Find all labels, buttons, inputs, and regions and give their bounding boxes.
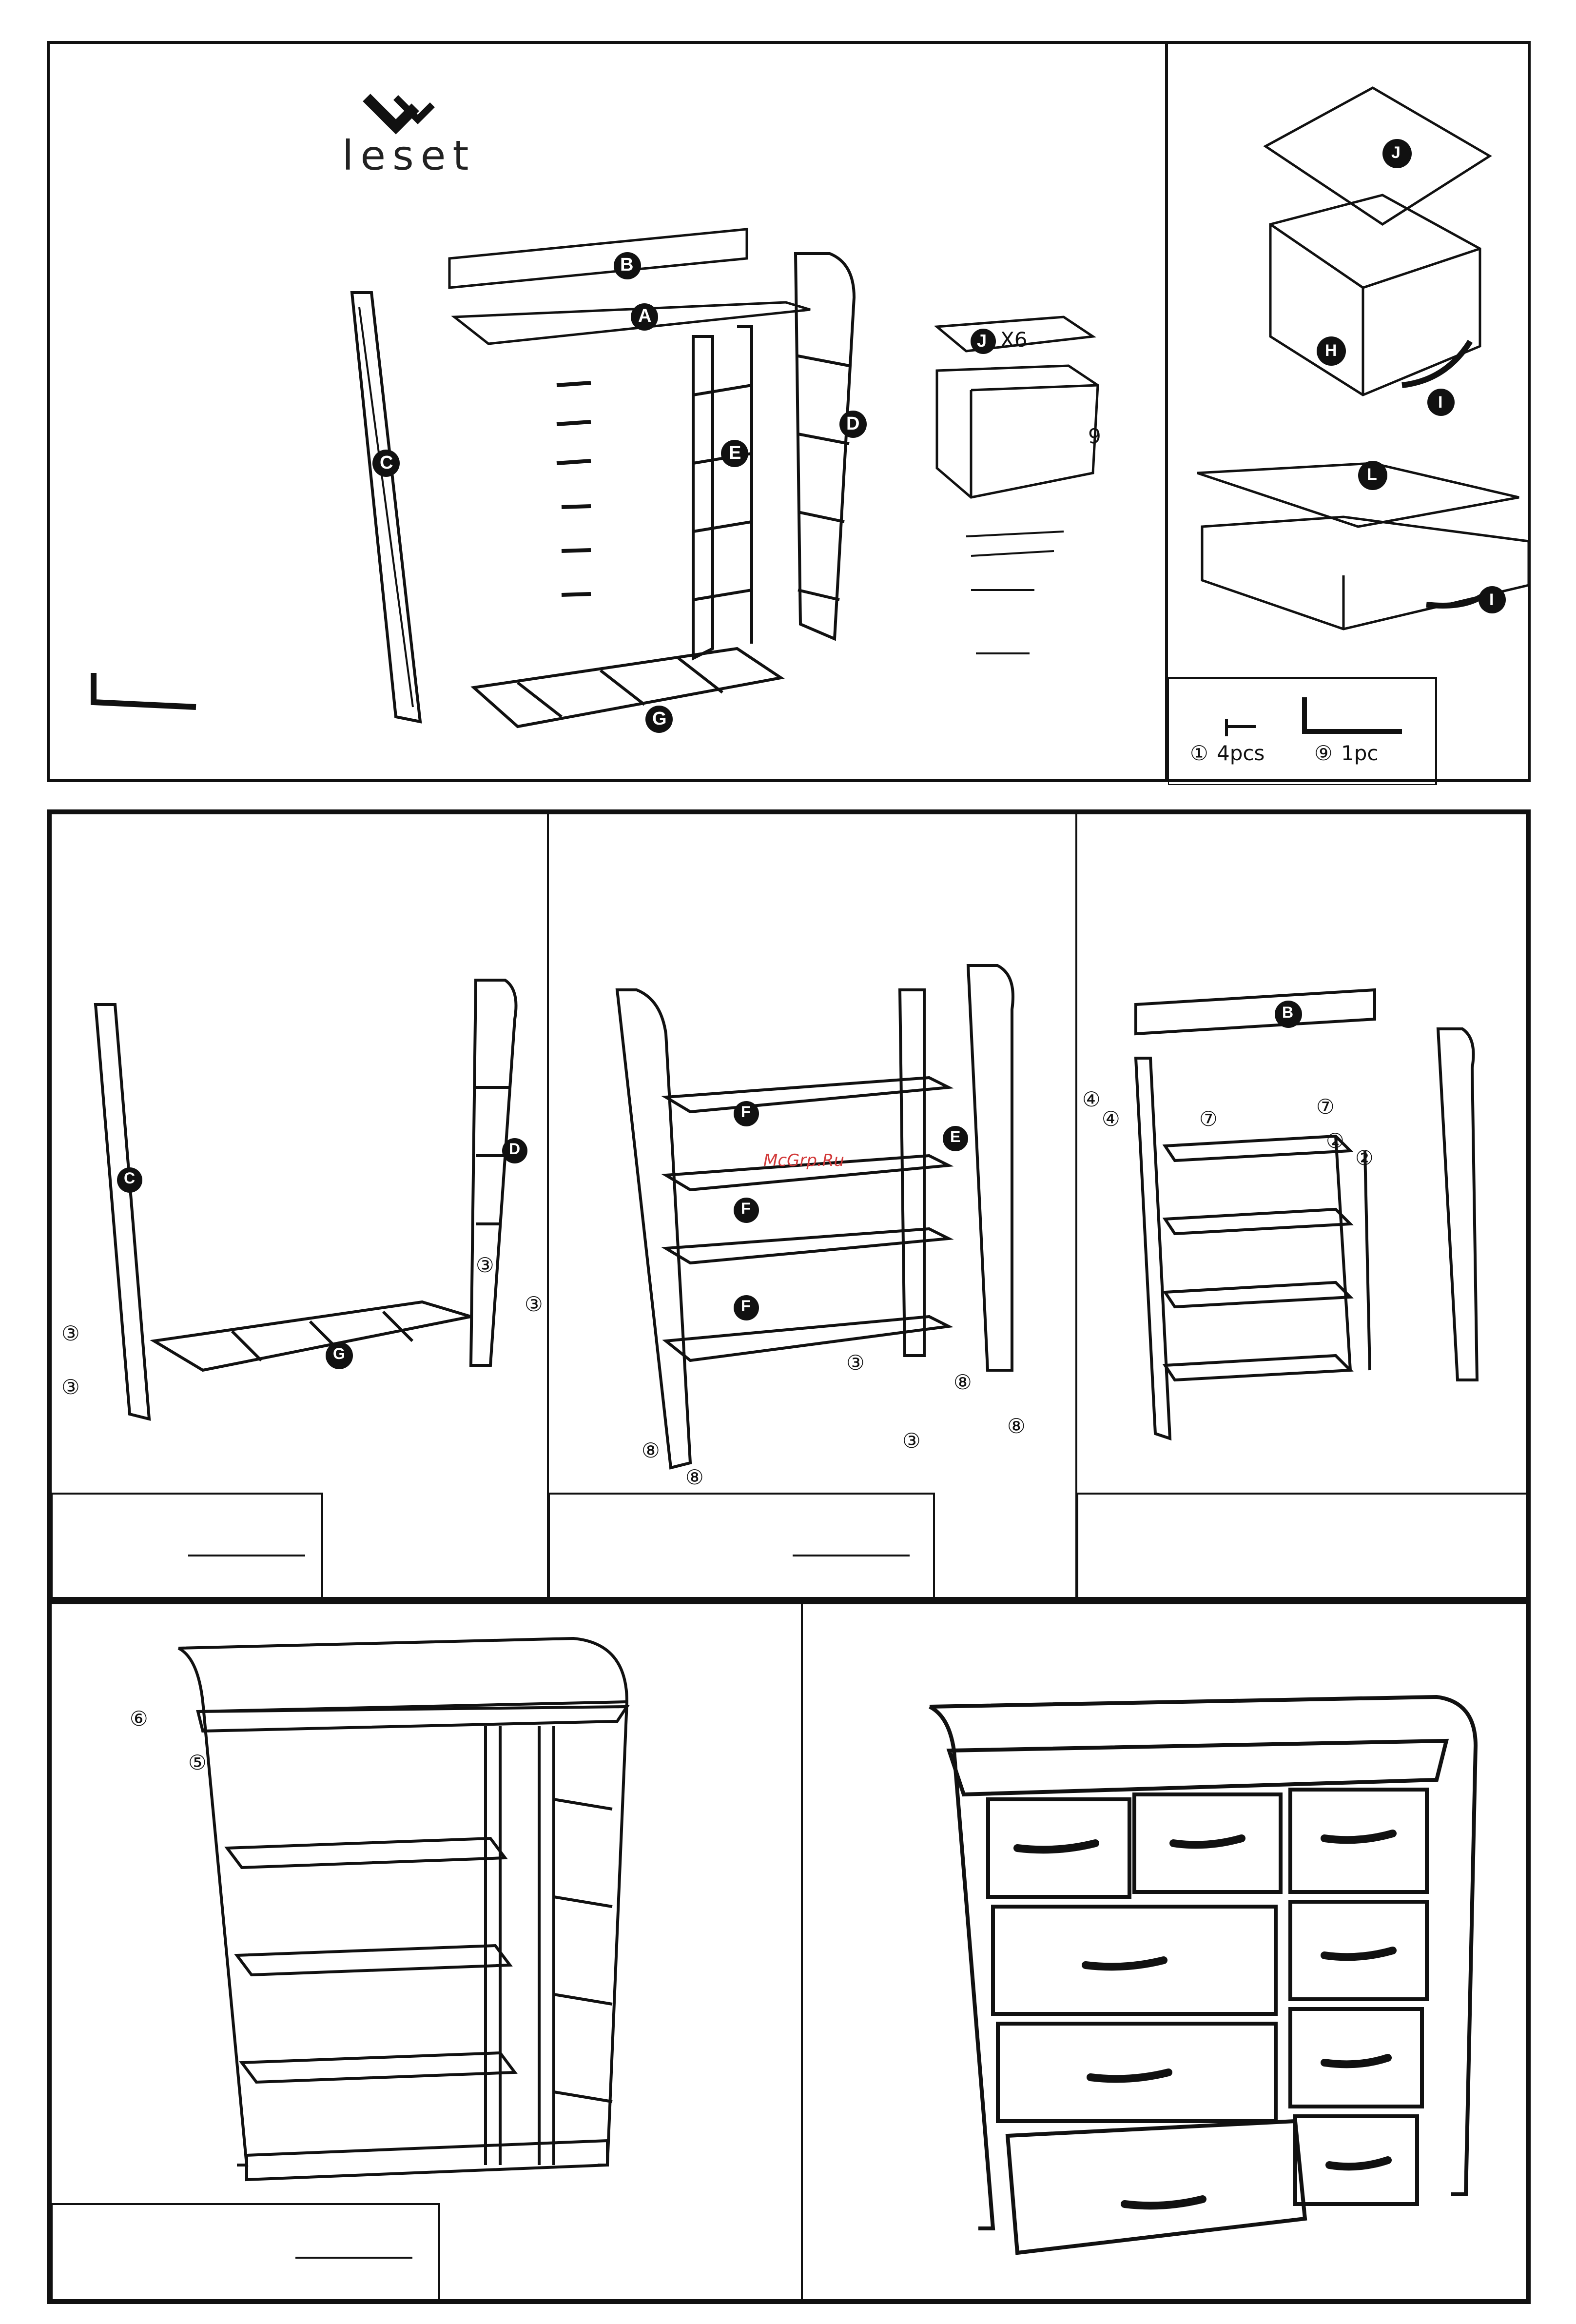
step-2-screw-3b: ③ — [902, 1429, 921, 1453]
step-3-panel: B ④ ④ ⑦ ⑦ ② ② — [1075, 812, 1528, 1599]
step-2-part-f1: F — [741, 1103, 751, 1121]
step-3-screw-7a: ⑦ — [1199, 1107, 1218, 1131]
bin-assembly-panel: J H I L I ① 4pcs ⑨ 1pc — [1165, 41, 1531, 782]
step-2-screw-8a: ⑧ — [953, 1370, 972, 1394]
step-3-screw-4b: ④ — [1102, 1107, 1120, 1131]
base-frame-g — [474, 649, 781, 727]
step-4-screw-5: ⑤ — [188, 1751, 207, 1774]
final-row-panel: ⑥ ⑤ — [47, 1599, 1531, 2304]
bin-part-l: L — [1367, 465, 1377, 484]
finished-dresser-drawing — [803, 1604, 1530, 2303]
part-label-b: B — [620, 255, 633, 276]
step-1-screw-3b: ③ — [61, 1375, 80, 1399]
bin-part-i-bottom: I — [1489, 591, 1494, 610]
step-3-screw-2a: ② — [1326, 1129, 1344, 1153]
brand-logo — [367, 98, 432, 127]
step-1-hardware-box — [52, 1494, 322, 1601]
step-1-panel: C D G ③ ③ ③ ③ — [50, 812, 549, 1599]
drawer-right-3 — [1290, 2009, 1422, 2107]
legend-screw-num: ① — [1190, 741, 1208, 765]
step-2-screw-8b: ⑧ — [1007, 1414, 1026, 1438]
step-3-screw-4a: ④ — [1082, 1087, 1101, 1111]
drawer-right-4 — [1295, 2116, 1417, 2204]
middle-frame-e — [693, 327, 752, 658]
part-label-e: E — [729, 443, 741, 464]
step-2-screw-8c: ⑧ — [642, 1438, 660, 1462]
finished-dresser-panel — [801, 1602, 1528, 2301]
allen-key — [94, 673, 196, 707]
drawer-pulled-out — [1008, 2121, 1305, 2253]
step-4-panel: ⑥ ⑤ — [50, 1602, 803, 2301]
step-4-hardware-box — [52, 2204, 439, 2303]
step-2-drawing — [549, 814, 1079, 1601]
step-2-part-f2: F — [741, 1200, 751, 1218]
legend-screw-qty: 4pcs — [1217, 741, 1265, 765]
part-label-c: C — [380, 453, 393, 473]
watermark: McGrp.Ru — [763, 1151, 844, 1170]
step-1-screw-3c: ③ — [476, 1253, 494, 1277]
step-3-drawing — [1077, 814, 1530, 1601]
brand-name: leset — [342, 132, 475, 179]
step-4-screw-6: ⑥ — [130, 1707, 148, 1731]
drawer-wide-2 — [998, 2024, 1276, 2121]
panel-b — [449, 229, 747, 288]
drawer-right-2 — [1290, 1902, 1427, 1999]
parts-overview-drawing — [50, 44, 1171, 785]
bin-note-j: J — [977, 331, 987, 351]
legend-key-num: ⑨ — [1314, 741, 1333, 765]
part-label-g: G — [652, 709, 667, 729]
step-4-drawing — [52, 1604, 805, 2303]
step-2-panel: F F F E McGrp.Ru ③ ③ ⑧ ⑧ ⑧ ⑧ — [547, 812, 1077, 1599]
bin-part-i-top: I — [1438, 393, 1442, 412]
step-3-screw-2b: ② — [1355, 1146, 1374, 1170]
step-row-panel: C D G ③ ③ ③ ③ — [47, 809, 1531, 1602]
step-2-screw-3a: ③ — [846, 1351, 865, 1375]
bin-note-number: 9 — [1088, 424, 1101, 448]
parts-overview-panel: leset B A C E D G J X6 9 — [47, 41, 1168, 782]
step-1-screw-3a: ③ — [61, 1321, 80, 1345]
step-1-screw-3d: ③ — [525, 1292, 543, 1316]
step-2-hardware-box — [549, 1494, 934, 1601]
step-3-part-b: B — [1282, 1004, 1293, 1022]
bin-note-qty: X6 — [1000, 328, 1028, 352]
part-label-d: D — [846, 414, 859, 434]
part-label-a: A — [638, 306, 651, 327]
step-1-part-g: G — [333, 1345, 345, 1363]
step-1-drawing — [52, 814, 551, 1601]
step-2-screw-8d: ⑧ — [685, 1465, 704, 1489]
bin-part-j: J — [1391, 143, 1401, 162]
drawer-wide-1 — [993, 1907, 1276, 2014]
bin-part-h: H — [1325, 341, 1337, 360]
bin-assembly-drawing — [1168, 44, 1534, 785]
step-1-part-c: C — [124, 1169, 135, 1187]
step-2-part-e: E — [950, 1128, 960, 1146]
step-3-hardware-box — [1077, 1494, 1530, 1601]
step-1-part-d: D — [509, 1140, 520, 1158]
step-2-part-f3: F — [741, 1297, 751, 1315]
step-3-screw-7b: ⑦ — [1316, 1095, 1335, 1119]
legend-key-qty: 1pc — [1341, 741, 1378, 765]
